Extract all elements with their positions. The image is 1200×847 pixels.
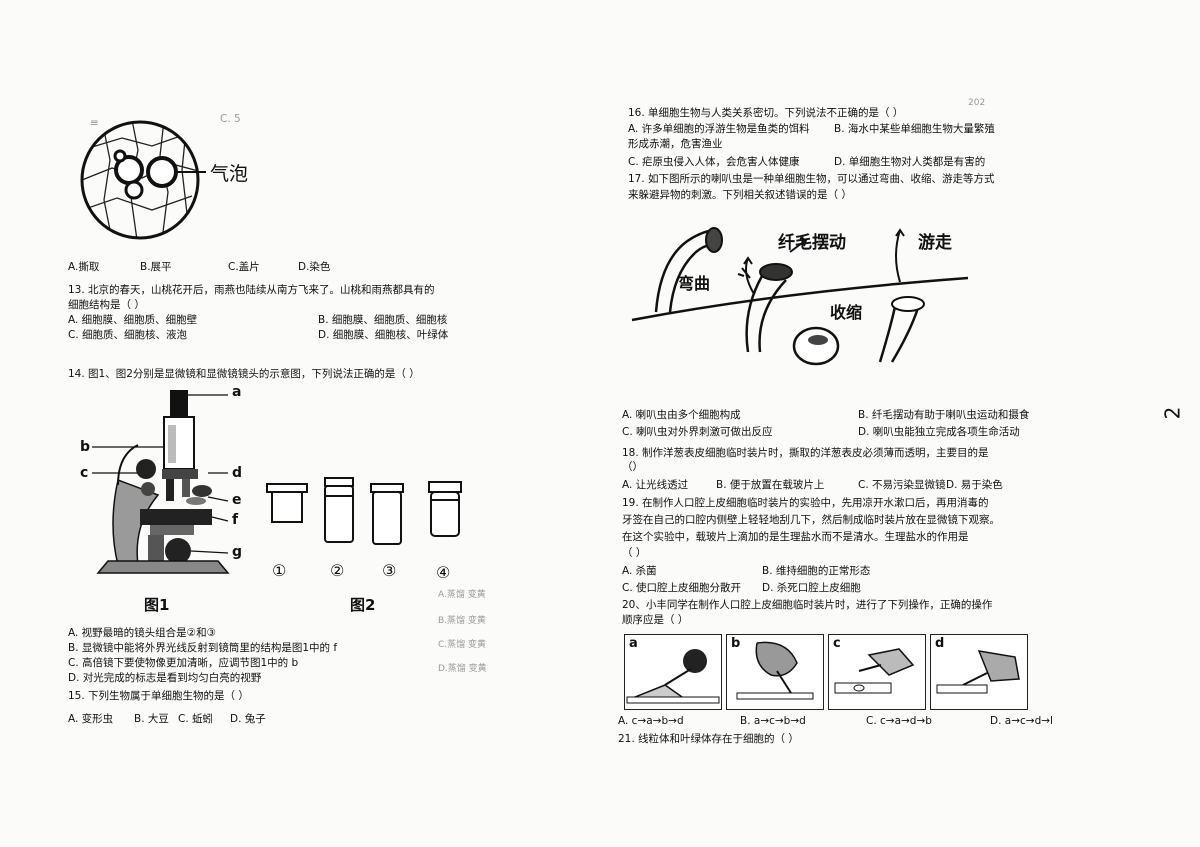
microscope-label-d: d — [232, 465, 243, 481]
panel-label-d: d — [935, 636, 945, 651]
q18-option-d: D. 易于染色 — [946, 479, 1003, 491]
lens-label-3: ③ — [382, 561, 397, 580]
q19-stem-4: （ ） — [622, 547, 647, 559]
q15-option-a: A. 变形虫 — [68, 713, 114, 725]
q18-option-b: B. 便于放置在载玻片上 — [716, 479, 825, 491]
q17-option-d: D. 喇叭虫能独立完成各项生命活动 — [858, 426, 1020, 438]
q15-stem: 15. 下列生物属于单细胞生物的是（ ） — [68, 690, 249, 702]
q15-option-c: C. 蚯蚓 — [178, 713, 214, 725]
lens-label-1: ① — [272, 561, 287, 580]
lens-figure — [266, 477, 462, 545]
fig1-caption: 图1 — [144, 596, 170, 614]
q20-option-b: B. a→c→b→d — [740, 715, 806, 727]
microscope-label-f: f — [232, 512, 239, 528]
q21-stem: 21. 线粒体和叶绿体存在于细胞的（ ） — [618, 733, 799, 745]
q14-option-a: A. 视野最暗的镜头组合是②和③ — [68, 627, 216, 639]
bleed-text: A.蒸馏 变黄 — [438, 590, 486, 600]
q18-stem: 18. 制作洋葱表皮细胞临时装片时，撕取的洋葱表皮必须薄而透明，主要目的是 — [622, 447, 989, 459]
bubble-label: 气泡 — [210, 163, 249, 185]
q16-option-b-cont: 形成赤潮，危害渔业 — [628, 138, 723, 150]
q20-stem: 20、小丰同学在制作人口腔上皮细胞临时装片时，进行了下列操作，正确的操作 — [622, 599, 993, 611]
panel-b-drawing — [736, 641, 814, 700]
q14-option-b: B. 显微镜中能将外界光线反射到镜筒里的结构是图1中的 f — [68, 642, 338, 654]
q20-panel-c: c — [828, 634, 926, 710]
q19-option-d: D. 杀死口腔上皮细胞 — [762, 582, 861, 594]
q16-option-a: A. 许多单细胞的浮游生物是鱼类的饵料 — [628, 123, 810, 135]
q15-option-d: D. 兔子 — [230, 713, 266, 725]
q14-option-d: D. 对光完成的标志是看到均匀白亮的视野 — [68, 672, 262, 684]
bleed-mark: C. 5 — [220, 113, 241, 125]
microscope-label-e: e — [232, 492, 242, 508]
microscope-label-c: c — [80, 465, 89, 481]
q13-stem-cont: 细胞结构是（ ） — [68, 299, 145, 311]
q17-stem-cont: 来躲避异物的刺激。下列相关叙述错误的是（ ） — [628, 189, 852, 201]
lens-label-2: ② — [330, 561, 345, 580]
q16-option-d: D. 单细胞生物对人类都是有害的 — [834, 156, 986, 168]
q13-option-c: C. 细胞质、细胞核、液泡 — [68, 329, 188, 341]
q12-option-b: B.展平 — [140, 261, 172, 273]
q19-option-b: B. 维持细胞的正常形态 — [762, 565, 871, 577]
q16-stem: 16. 单细胞生物与人类关系密切。下列说法不正确的是（ ） — [628, 107, 904, 119]
fig-label-cilia: 纤毛摆动 — [778, 233, 846, 253]
q12-option-d: D.染色 — [298, 261, 331, 273]
q20-option-c: C. c→a→d→b — [866, 715, 932, 727]
q13-option-d: D. 细胞膜、细胞核、叶绿体 — [318, 329, 449, 341]
bleed-text: B.蒸馏 变黄 — [438, 616, 486, 626]
page-number: 2 — [1160, 406, 1185, 420]
q16-option-c: C. 疟原虫侵入人体，会危害人体健康 — [628, 156, 800, 168]
fig-label-bend: 弯曲 — [678, 274, 711, 293]
q14-stem: 14. 图1、图2分别是显微镜和显微镜镜头的示意图，下列说法正确的是（ ） — [68, 368, 420, 380]
q13-option-a: A. 细胞膜、细胞质、细胞壁 — [68, 314, 198, 326]
bleed-mark: ≡ — [90, 117, 99, 129]
q19-stem-3: 在这个实验中，载玻片上滴加的是生理盐水而不是清水。生理盐水的作用是 — [622, 531, 969, 543]
bleed-text: C.蒸馏 变黄 — [438, 640, 487, 650]
q12-option-a: A.撕取 — [68, 261, 100, 273]
panel-c-drawing — [834, 648, 915, 694]
q17-option-c: C. 喇叭虫对外界刺激可做出反应 — [622, 426, 773, 438]
fig-label-shrink: 收缩 — [830, 303, 863, 322]
q19-stem-2: 牙签在自己的口腔内侧壁上轻轻地刮几下，然后制成临时装片放在显微镜下观察。 — [622, 514, 1000, 526]
q20-stem-cont: 顺序应是（ ） — [622, 614, 689, 626]
panel-label-b: b — [731, 636, 741, 651]
q19-option-a: A. 杀菌 — [622, 565, 657, 577]
header-page-mark: 202 — [968, 98, 986, 108]
microscope-label-g: g — [232, 544, 243, 560]
bubble — [113, 149, 127, 163]
q13-option-b: B. 细胞膜、细胞质、细胞核 — [318, 314, 448, 326]
panel-d-drawing — [936, 650, 1020, 694]
q15-option-b: B. 大豆 — [134, 713, 169, 725]
microscope-figure — [92, 390, 230, 574]
q17-stem: 17. 如下图所示的喇叭虫是一种单细胞生物，可以通过弯曲、收缩、游走等方式 — [628, 173, 995, 185]
q17-option-a: A. 喇叭虫由多个细胞构成 — [622, 409, 741, 421]
q18-option-c: C. 不易污染显微镜 — [858, 479, 946, 491]
trumpet-protozoa-figure — [631, 227, 969, 366]
q16-option-b: B. 海水中某些单细胞生物大量繁殖 — [834, 123, 995, 135]
panel-a-drawing — [626, 649, 720, 704]
lens-label-4: ④ — [436, 563, 451, 582]
q14-option-c: C. 高倍镜下要使物像更加清晰，应调节图1中的 b — [68, 657, 299, 669]
q20-option-a: A. c→a→b→d — [618, 715, 684, 727]
q20-panel-d: d — [930, 634, 1028, 710]
q18-option-a: A. 让光线透过 — [622, 479, 689, 491]
q20-panel-a: a — [624, 634, 722, 710]
fig-label-swim: 游走 — [918, 233, 952, 253]
q13-stem: 13. 北京的春天，山桃花开后，雨燕也陆续从南方飞来了。山桃和雨燕都具有的 — [68, 284, 435, 296]
microscope-label-b: b — [80, 439, 91, 455]
q19-option-c: C. 使口腔上皮细胞分散开 — [622, 582, 742, 594]
q20-option-d: D. a→c→d→l — [990, 715, 1053, 727]
q17-option-b: B. 纤毛摆动有助于喇叭虫运动和摄食 — [858, 409, 1030, 421]
cell-bubble-figure — [80, 120, 206, 240]
bleed-text: D.蒸馏 变黄 — [438, 664, 487, 674]
microscope-label-a: a — [232, 384, 242, 400]
panel-label-c: c — [833, 636, 841, 651]
panel-label-a: a — [629, 636, 638, 651]
bubble — [124, 180, 144, 200]
q12-option-c: C.盖片 — [228, 261, 260, 273]
q20-panel-b: b — [726, 634, 824, 710]
q19-stem: 19. 在制作人口腔上皮细胞临时装片的实验中，先用凉开水漱口后，再用消毒的 — [622, 497, 989, 509]
fig2-caption: 图2 — [350, 596, 376, 614]
q18-stem-cont: （） — [622, 461, 643, 473]
bubble — [146, 156, 178, 188]
